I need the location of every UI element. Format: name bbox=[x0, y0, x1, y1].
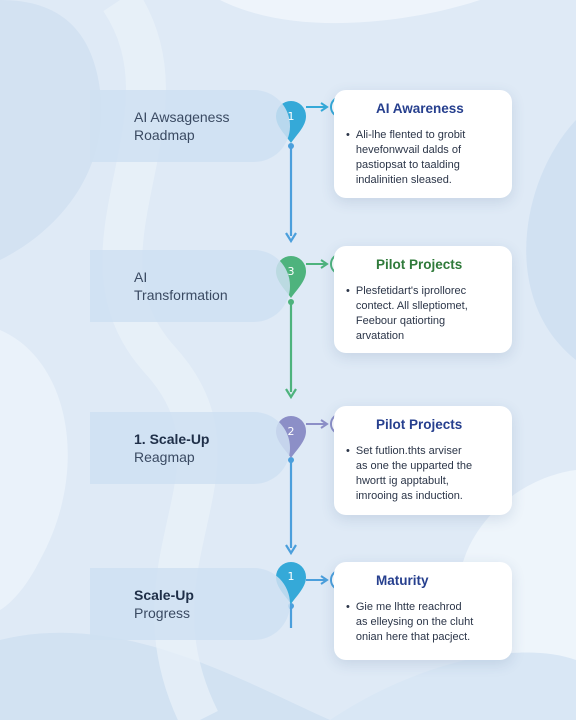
stage-label-line1: Scale-Up bbox=[134, 587, 194, 603]
stage-label-4: Scale-Up Progress bbox=[90, 568, 290, 640]
stage-label-line2: Transformation bbox=[134, 287, 228, 303]
card-body: • Gie me lhtte reachrod as elleysing on … bbox=[346, 600, 500, 645]
stage-label-2: AI Transformation bbox=[90, 250, 290, 322]
card-title: Maturity bbox=[376, 573, 429, 588]
stage-label-line2: Roadmap bbox=[134, 127, 195, 143]
stage-label-line1: 1. Scale-Up bbox=[134, 431, 210, 447]
arrow-2-3 bbox=[285, 388, 297, 400]
bullet: • bbox=[346, 129, 350, 141]
card-body: • Plesfetidart's iprollorec contect. All… bbox=[346, 284, 500, 344]
stage-label-line1: AI Awsageness bbox=[134, 109, 230, 125]
stage-label-line2: Progress bbox=[134, 605, 191, 621]
stage-label-line1: AI bbox=[134, 269, 148, 285]
card-title: Pilot Projects bbox=[376, 417, 463, 432]
pin-number-1: 1 bbox=[287, 110, 295, 123]
card-body: • Ali-lhe flented to grobit hevefonwvail… bbox=[346, 128, 500, 188]
stage-label-line2: Reagmap bbox=[134, 449, 195, 465]
stage-label-1: AI Awsageness Roadmap bbox=[90, 90, 290, 162]
pin-number-2: 3 bbox=[287, 265, 295, 278]
stage-card-4: Maturity • Gie me lhtte reachrod as elle… bbox=[334, 562, 512, 660]
arrow-3-4 bbox=[285, 544, 297, 556]
bullet: • bbox=[346, 285, 350, 297]
bullet: • bbox=[346, 445, 350, 457]
pin-number-4: 1 bbox=[287, 570, 295, 583]
card-text: Plesfetidart's iprollorec contect. All s… bbox=[355, 285, 468, 342]
card-text: Gie me lhtte reachrod as elleysing on th… bbox=[355, 601, 474, 643]
arrow-1-2 bbox=[285, 232, 297, 244]
card-text: Set futlion.thts arviser as one the uppa… bbox=[355, 445, 473, 502]
card-body: • Set futlion.thts arviser as one the up… bbox=[346, 444, 500, 504]
bullet: • bbox=[346, 601, 350, 613]
stage-card-2: Pilot Projects • Plesfetidart's iprollor… bbox=[334, 246, 512, 353]
card-title: Pilot Projects bbox=[376, 257, 463, 272]
pin-number-3: 2 bbox=[287, 425, 295, 438]
stage-label-3: 1. Scale-Up Reagmap bbox=[90, 412, 290, 484]
card-text: Ali-lhe flented to grobit hevefonwvail d… bbox=[355, 129, 466, 186]
card-title: AI Awareness bbox=[376, 101, 464, 116]
stage-card-1: AI Awareness • Ali-lhe flented to grobit… bbox=[334, 90, 512, 198]
stage-card-3: Pilot Projects • Set futlion.thts arvise… bbox=[334, 406, 512, 515]
